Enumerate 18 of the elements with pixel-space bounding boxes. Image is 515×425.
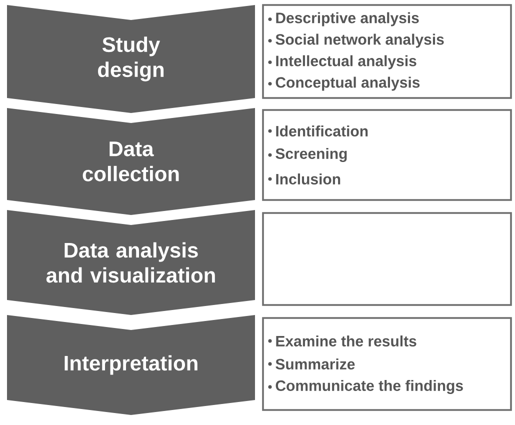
bullet-item: Social network analysis [268,34,444,48]
bullet-item: Descriptive analysis [268,12,419,26]
chevron-band: Data collection [7,108,255,215]
bullet-item: Screening [268,148,347,162]
chevron-band: Study design [7,5,255,113]
empty-box [262,212,512,306]
bullet-item: Inclusion [268,173,340,184]
list-box [262,317,512,411]
bullet-item: Conceptual analysis [268,76,420,91]
bullet-item: Summarize [268,358,355,370]
bullet-item: Identification [268,125,368,136]
bullet-item: Intellectual analysis [268,55,416,70]
list-box [262,109,512,201]
chevron-band: Data analysis and visualization [7,210,255,315]
list-box [262,4,512,99]
bullet-item: Communicate the findings [268,380,463,394]
chevron-band: Interpretation [7,314,255,415]
bullet-item: Examine the results [268,335,416,346]
